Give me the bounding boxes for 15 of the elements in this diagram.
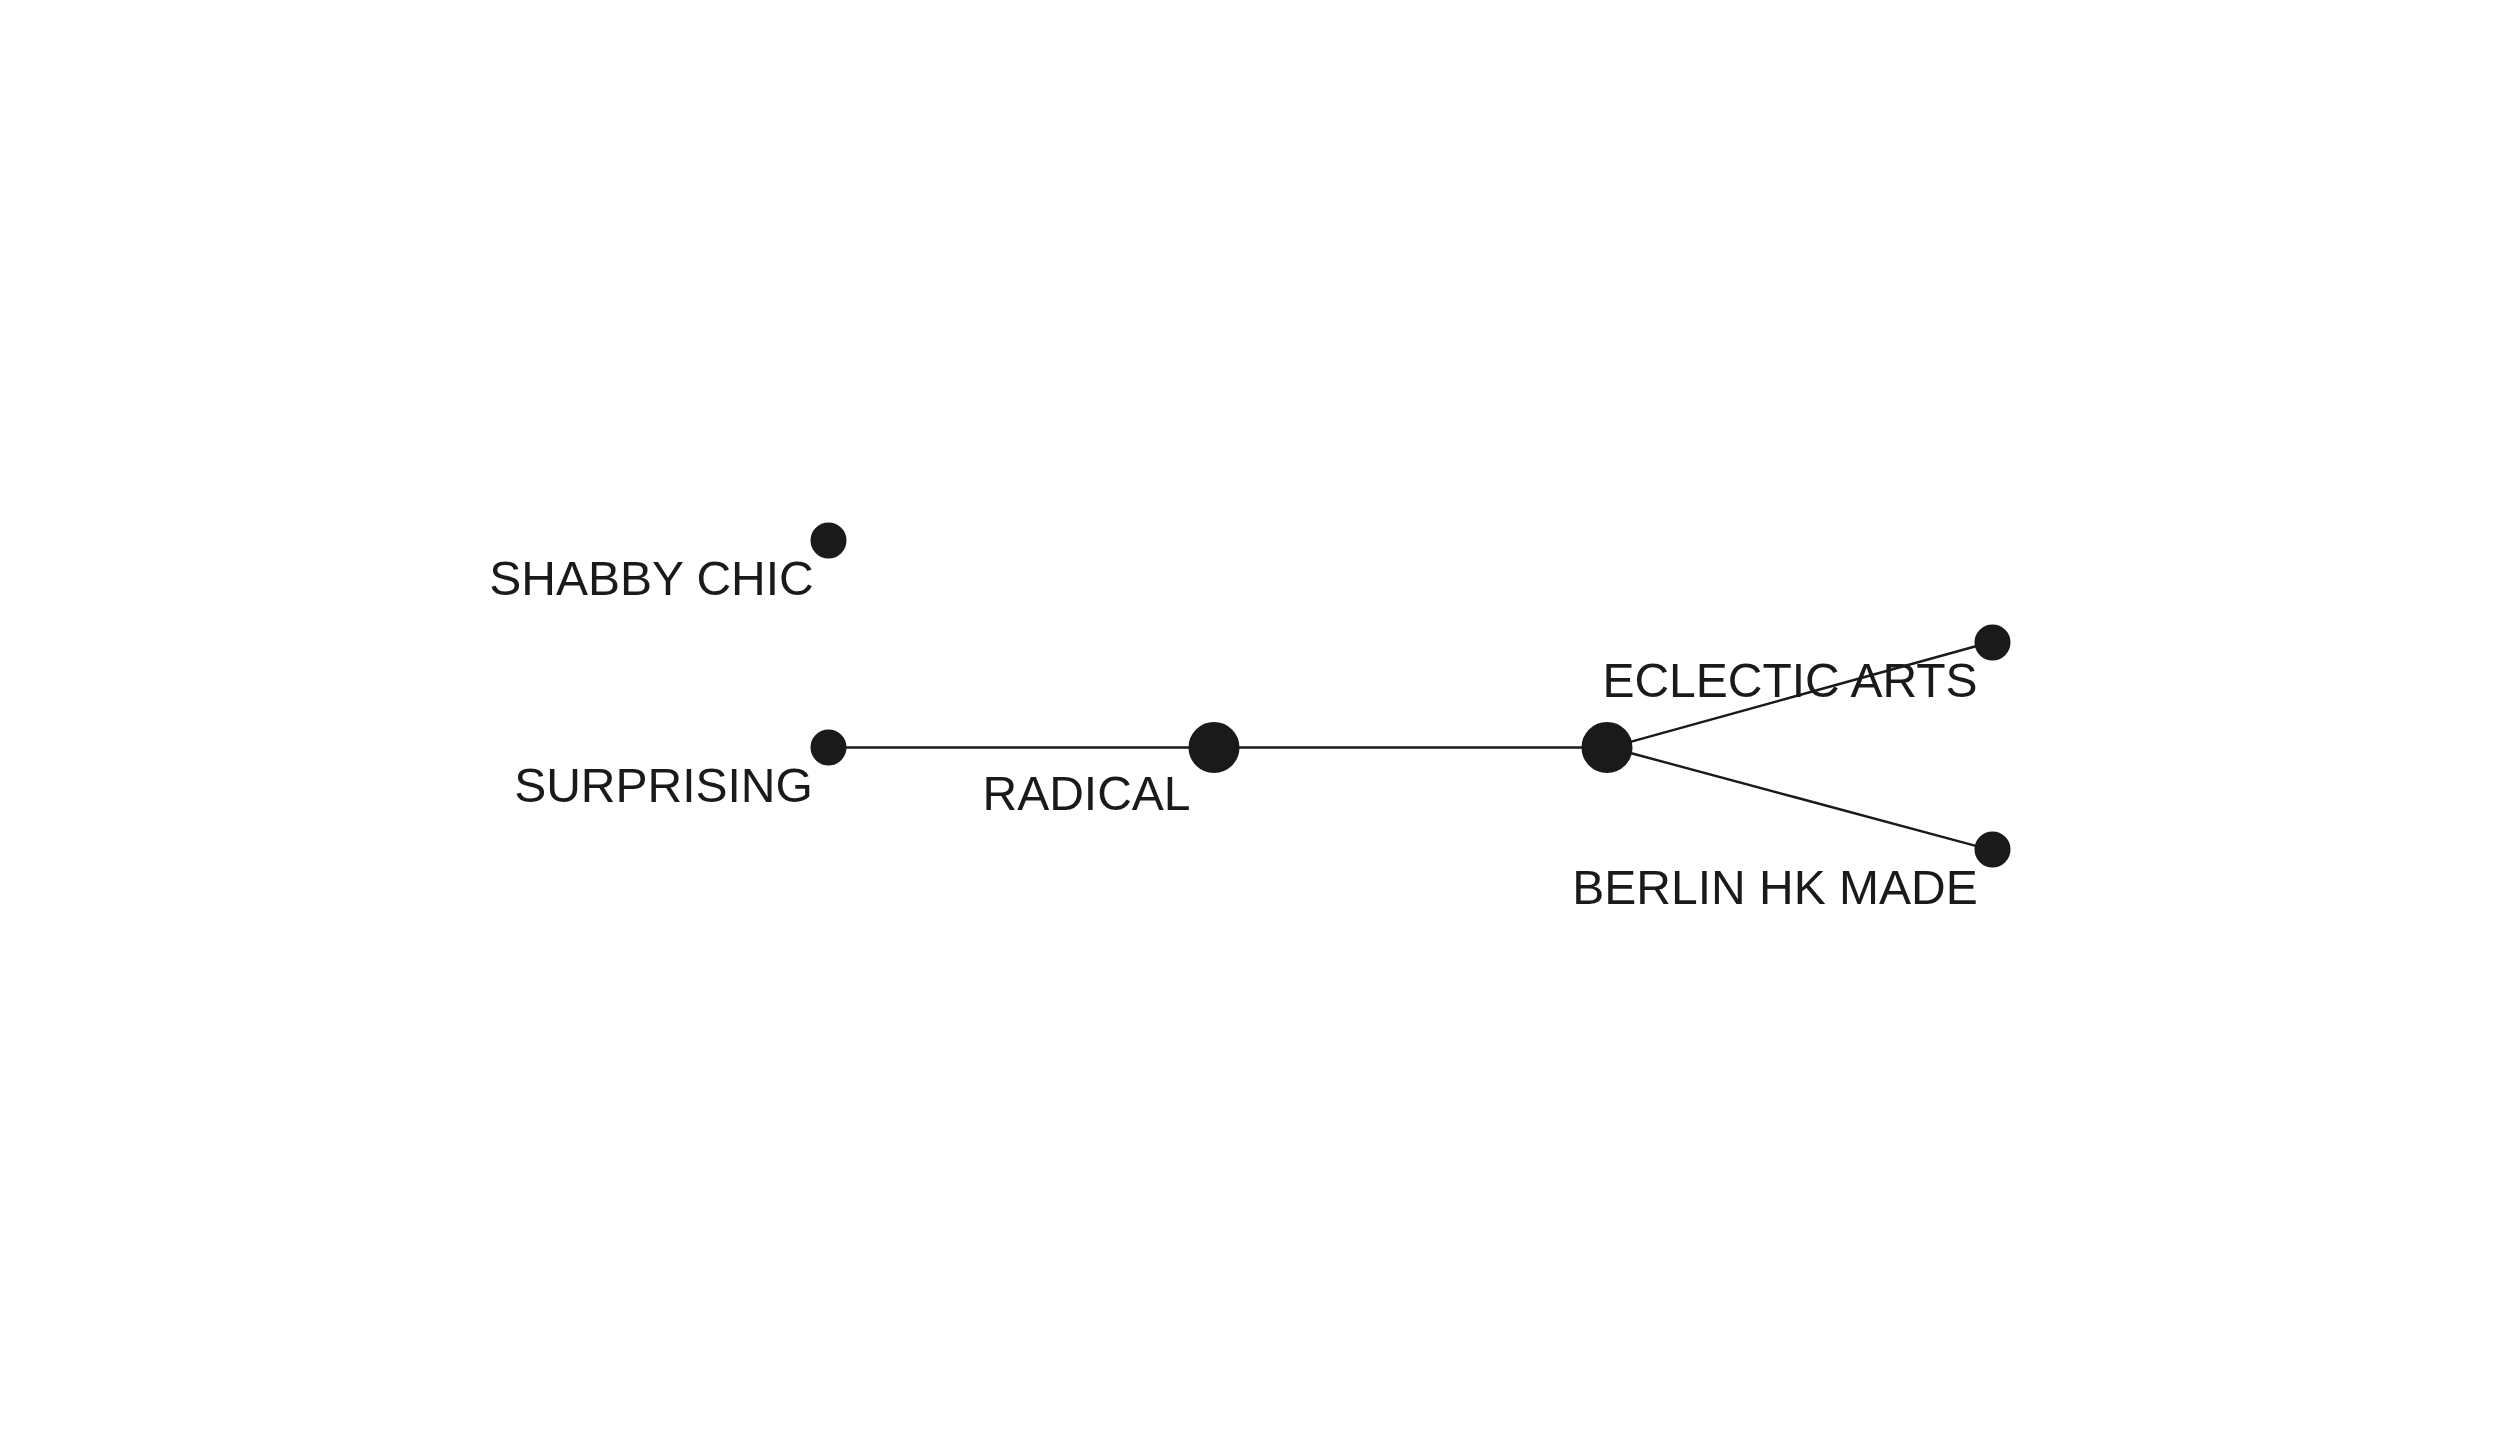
node-circle <box>1974 831 2011 868</box>
node-label: ECLECTIC ARTS <box>1602 654 1978 708</box>
node-circle <box>810 729 847 766</box>
node-circle <box>1188 722 1240 773</box>
connector <box>1630 751 1977 847</box>
node-circle <box>1974 624 2011 661</box>
node-label: RADICAL <box>982 766 1191 820</box>
node-circle <box>1581 722 1633 773</box>
connector <box>845 746 1190 749</box>
connector <box>1238 746 1583 749</box>
node-label: SURPRISING <box>514 759 813 813</box>
connector <box>1630 645 1977 743</box>
node-label: SHABBY CHIC <box>489 552 814 606</box>
node-circle <box>810 522 847 559</box>
node-label: BERLIN HK MADE <box>1572 861 1978 915</box>
